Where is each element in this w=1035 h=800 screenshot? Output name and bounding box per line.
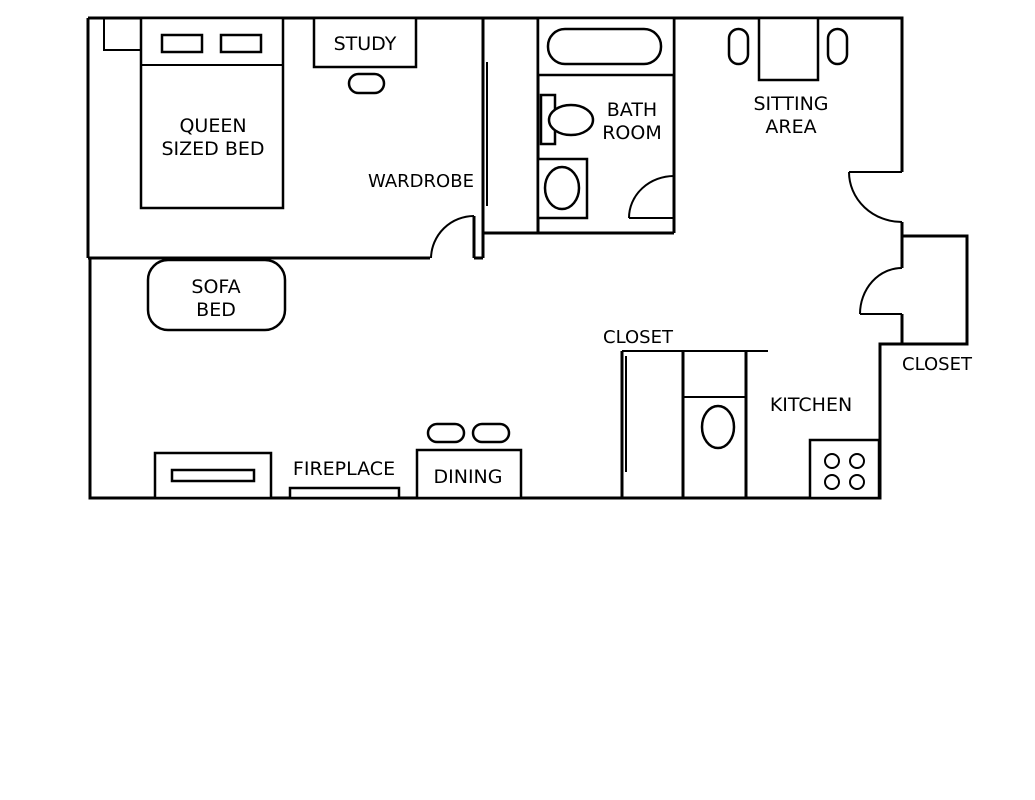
sofa-bed-label-line1: SOFA (191, 276, 240, 298)
tv-console (153, 451, 273, 500)
sink (536, 157, 589, 220)
study-label: STUDY (334, 33, 397, 55)
queen-bed: QUEEN SIZED BED (103, 16, 285, 210)
entry-door (848, 171, 903, 223)
sofa-bed-label-line2: BED (196, 299, 236, 321)
center-closet-label: CLOSET (603, 327, 674, 348)
wardrobe-label: WARDROBE (368, 171, 474, 192)
queen-bed-label-line1: QUEEN (179, 115, 246, 137)
right-closet-door (859, 267, 903, 315)
sitting-area-label-line2: AREA (765, 116, 816, 138)
sitting-area-label-line1: SITTING (753, 93, 828, 115)
fireplace-label: FIREPLACE (293, 458, 395, 480)
center-closet: CLOSET (603, 327, 768, 498)
bathroom-label-line2: ROOM (602, 122, 662, 144)
dining-table: DINING (415, 422, 523, 500)
bedroom-door (430, 215, 476, 259)
fireplace: FIREPLACE (288, 458, 401, 500)
sofa-bed: SOFA BED (146, 258, 287, 332)
kitchen-label: KITCHEN (770, 394, 852, 416)
dining-label: DINING (434, 466, 503, 488)
bathroom-door (628, 175, 676, 219)
queen-bed-label-line2: SIZED BED (161, 138, 264, 160)
right-closet-label: CLOSET (902, 354, 973, 375)
sitting-area-furniture: SITTING AREA (727, 16, 849, 138)
bathtub (536, 16, 676, 77)
bedroom-walls (88, 18, 488, 260)
study-desk: STUDY (312, 16, 418, 95)
bathroom-label-line1: BATH (607, 99, 657, 121)
stove (808, 438, 881, 500)
toilet (539, 93, 595, 146)
